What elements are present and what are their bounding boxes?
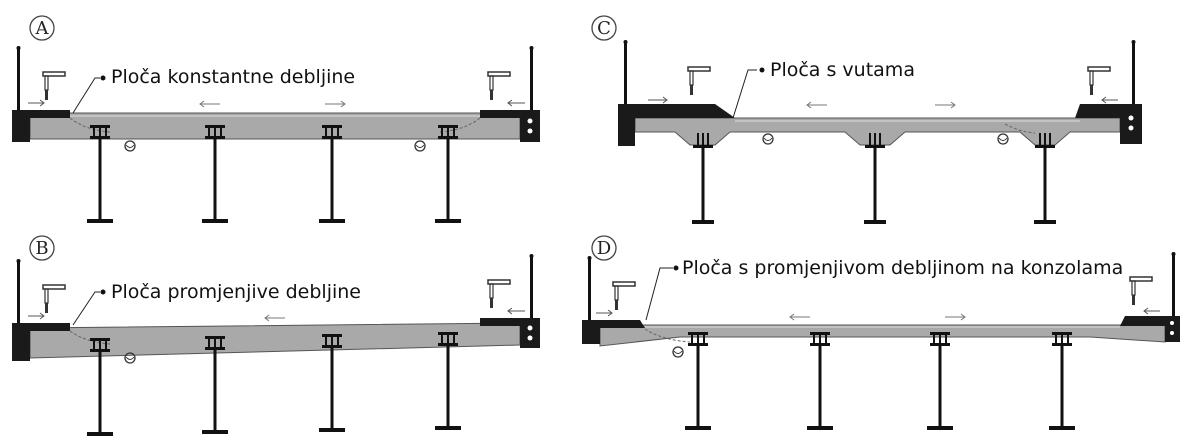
panel-a-letter: A bbox=[35, 18, 50, 39]
panel-a-label: Ploča konstantne debljine bbox=[111, 66, 355, 88]
edge-beam-right bbox=[520, 110, 540, 142]
deck-slab bbox=[599, 324, 1166, 347]
panel-c: C bbox=[591, 15, 1142, 224]
edge-beam-right bbox=[1165, 316, 1180, 342]
girder bbox=[87, 125, 113, 223]
edge-beam-left bbox=[12, 110, 30, 142]
edge-beam-left bbox=[12, 323, 30, 361]
panel-d-marker bbox=[591, 235, 617, 261]
deck-slab bbox=[634, 117, 1121, 146]
panel-c-label: Ploča s vutama bbox=[770, 59, 915, 81]
edge-beam-left bbox=[582, 320, 600, 344]
panel-c-marker bbox=[591, 15, 617, 41]
panel-d: D Ploča s promjenjivom debljinom na konz… bbox=[582, 235, 1180, 430]
edge-beam-right bbox=[520, 318, 540, 348]
edge-beam-right bbox=[1120, 104, 1142, 144]
panel-b-letter: B bbox=[35, 238, 48, 259]
panel-b: B Ploča promjenjive debljine bbox=[12, 235, 540, 436]
edge-beam-left bbox=[618, 104, 635, 146]
panel-a: A Ploča konstantne debljine bbox=[12, 15, 540, 223]
panel-d-label: Ploča s promjenjivom debljinom na konzol… bbox=[682, 257, 1123, 279]
panel-b-label: Ploča promjenjive debljine bbox=[111, 281, 361, 303]
panel-c-letter: C bbox=[597, 18, 611, 39]
panel-b-marker bbox=[29, 235, 55, 261]
panel-a-marker bbox=[29, 15, 55, 41]
panel-d-letter: D bbox=[597, 238, 611, 259]
